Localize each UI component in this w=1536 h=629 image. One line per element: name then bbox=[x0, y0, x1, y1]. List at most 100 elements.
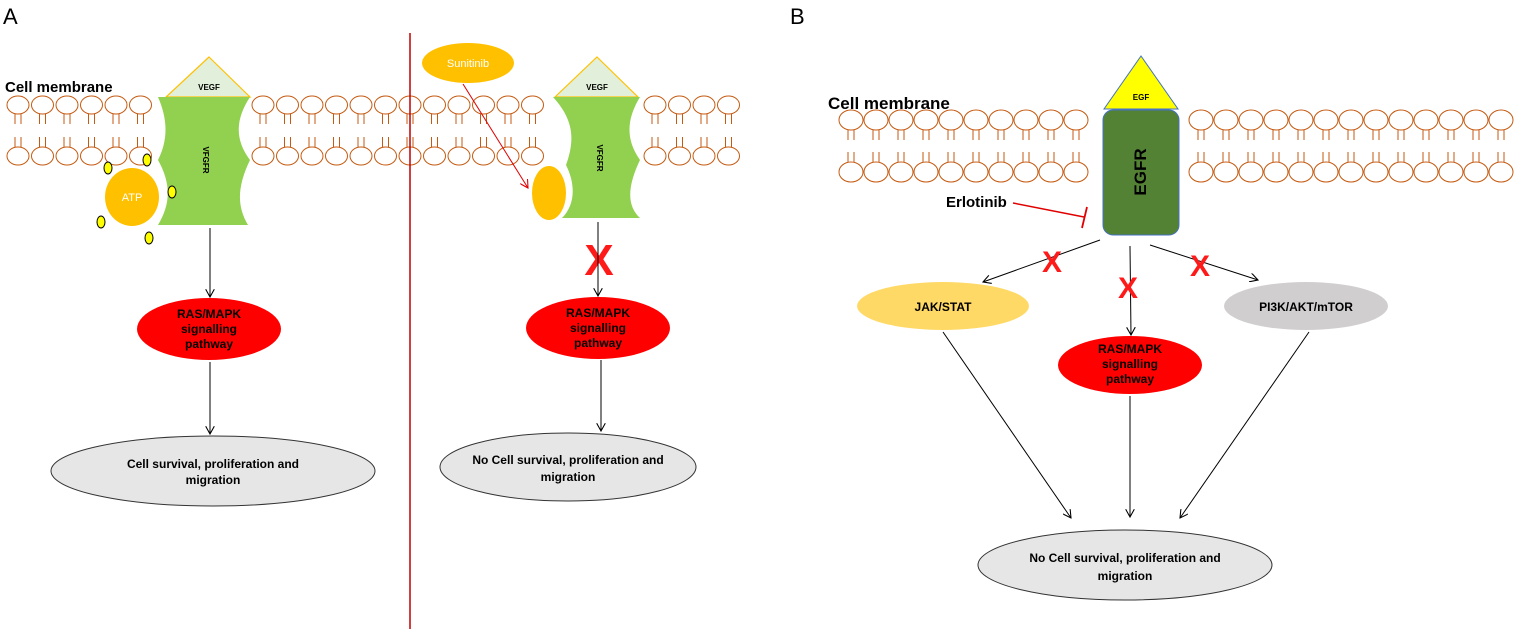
svg-text:migration: migration bbox=[1098, 569, 1153, 583]
lipid-head bbox=[717, 95, 740, 115]
outcome-no-survival-a: No Cell survival, proliferation and migr… bbox=[439, 432, 697, 502]
svg-text:migration: migration bbox=[541, 470, 596, 484]
egfr-receptor: EGFR bbox=[1102, 109, 1180, 236]
ras-mapk-node-b: RAS/MAPK signalling pathway bbox=[1058, 336, 1202, 394]
arrow-pi3k-to-outcome bbox=[1180, 331, 1310, 518]
lipid-head bbox=[1488, 161, 1514, 183]
arrow-egfr-to-pi3k bbox=[1149, 244, 1258, 280]
cell-membrane-b bbox=[838, 109, 1514, 183]
svg-text:signalling: signalling bbox=[570, 321, 626, 335]
lipid-head bbox=[1438, 161, 1464, 183]
vegf-ligand-left: VEGF bbox=[164, 56, 252, 98]
svg-text:VEGF: VEGF bbox=[586, 83, 608, 92]
lipid-head bbox=[643, 95, 667, 115]
svg-text:RAS/MAPK: RAS/MAPK bbox=[1098, 342, 1162, 356]
lipid-head bbox=[1388, 109, 1414, 131]
phosphate-groups bbox=[96, 153, 177, 245]
outcome-survival-left: Cell survival, proliferation and migrati… bbox=[50, 435, 376, 507]
vegfr-receptor-left: VFGFR bbox=[158, 97, 250, 225]
ras-mapk-node-left: RAS/MAPK signalling pathway bbox=[137, 298, 281, 360]
lipid-head bbox=[472, 146, 495, 166]
lipid-head bbox=[1413, 109, 1439, 131]
lipid-head bbox=[838, 161, 864, 183]
lipid-head bbox=[1363, 109, 1389, 131]
egf-ligand: EGF bbox=[1103, 55, 1179, 110]
lipid-head bbox=[1463, 161, 1489, 183]
lipid-head bbox=[472, 95, 495, 115]
ras-mapk-node-right: RAS/MAPK signalling pathway bbox=[526, 297, 670, 359]
lipid-head bbox=[325, 95, 348, 115]
lipid-head bbox=[104, 95, 128, 115]
vegfr-receptor-right: VFGFR bbox=[553, 97, 640, 218]
lipid-head bbox=[963, 109, 989, 131]
lipid-head bbox=[888, 109, 914, 131]
block-mark-a: X bbox=[584, 236, 613, 285]
lipid-head bbox=[423, 146, 446, 166]
lipid-head bbox=[31, 95, 54, 115]
svg-text:pathway: pathway bbox=[185, 337, 233, 351]
lipid-head bbox=[1213, 161, 1239, 183]
sunitinib-drug: Sunitinib bbox=[422, 43, 514, 83]
membrane-label-a: Cell membrane bbox=[5, 79, 113, 96]
svg-text:EGFR: EGFR bbox=[1131, 148, 1150, 195]
lipid-head bbox=[251, 95, 275, 115]
lipid-head bbox=[1338, 161, 1364, 183]
lipid-head bbox=[838, 109, 864, 131]
atp-molecule: ATP bbox=[105, 168, 159, 226]
lipid-head bbox=[374, 146, 397, 166]
membrane-label-b: Cell membrane bbox=[828, 94, 950, 113]
lipid-head bbox=[668, 146, 691, 166]
lipid-head bbox=[80, 146, 103, 166]
lipid-head bbox=[692, 146, 716, 166]
panel-letter-a: A bbox=[3, 4, 18, 29]
svg-text:migration: migration bbox=[186, 473, 241, 487]
erlotinib-label: Erlotinib bbox=[946, 194, 1007, 211]
svg-text:signalling: signalling bbox=[181, 322, 237, 336]
lipid-head bbox=[325, 146, 348, 166]
sunitinib-bound bbox=[532, 166, 566, 220]
lipid-head bbox=[668, 95, 691, 115]
lipid-head bbox=[1238, 109, 1264, 131]
svg-text:ATP: ATP bbox=[122, 192, 143, 204]
lipid-head bbox=[1038, 109, 1064, 131]
lipid-head bbox=[1188, 161, 1214, 183]
svg-text:EGF: EGF bbox=[1133, 93, 1150, 102]
lipid-head bbox=[349, 146, 373, 166]
svg-text:pathway: pathway bbox=[1106, 372, 1154, 386]
jak-stat-node: JAK/STAT bbox=[857, 282, 1029, 330]
lipid-head bbox=[1238, 161, 1264, 183]
lipid-head bbox=[1038, 161, 1064, 183]
erlotinib-inhibition bbox=[1012, 202, 1088, 229]
lipid-head bbox=[496, 95, 520, 115]
lipid-head bbox=[1338, 109, 1364, 131]
lipid-head bbox=[1313, 161, 1339, 183]
lipid-head bbox=[521, 146, 544, 166]
lipid-head bbox=[31, 146, 54, 166]
svg-text:RAS/MAPK: RAS/MAPK bbox=[177, 307, 241, 321]
lipid-head bbox=[1063, 161, 1089, 183]
lipid-head bbox=[938, 109, 964, 131]
lipid-head bbox=[963, 161, 989, 183]
lipid-head bbox=[349, 95, 373, 115]
arrow-egfr-to-jak bbox=[983, 239, 1101, 282]
lipid-head bbox=[1263, 161, 1289, 183]
lipid-head bbox=[6, 146, 30, 166]
arrow-jak-to-outcome bbox=[942, 331, 1071, 518]
lipid-head bbox=[1213, 109, 1239, 131]
lipid-head bbox=[104, 146, 128, 166]
lipid-head bbox=[276, 95, 299, 115]
lipid-head bbox=[863, 109, 889, 131]
lipid-head bbox=[129, 95, 152, 115]
lipid-head bbox=[1363, 161, 1389, 183]
lipid-head bbox=[1413, 161, 1439, 183]
svg-text:VFGFR: VFGFR bbox=[201, 146, 210, 173]
block-mark-pi3k: X bbox=[1190, 250, 1210, 283]
lipid-head bbox=[55, 95, 79, 115]
panel-letter-b: B bbox=[790, 4, 805, 29]
lipid-head bbox=[1013, 161, 1039, 183]
lipid-head bbox=[80, 95, 103, 115]
arrow-sunitinib-to-receptor bbox=[462, 83, 528, 188]
lipid-head bbox=[300, 95, 324, 115]
